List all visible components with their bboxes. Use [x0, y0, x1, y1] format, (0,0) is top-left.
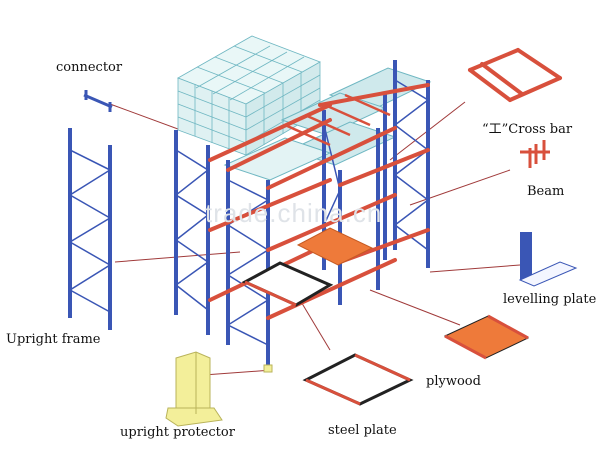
foot-plate: [263, 364, 273, 373]
cross-bar-part: [468, 48, 562, 102]
plywood-in-rack: [296, 227, 374, 266]
leader-beam: [409, 169, 511, 206]
label-plywood: plywood: [426, 374, 481, 389]
steel-plate-part: [302, 353, 414, 406]
rack-beams: [208, 83, 430, 320]
label-upright-frame: Upright frame: [6, 332, 101, 347]
leader-plywood: [369, 289, 461, 326]
label-upright-protector: upright protector: [120, 425, 235, 440]
goods-grid-lines: [177, 45, 321, 149]
levelling-plate-part: [518, 232, 578, 287]
connector-part: [83, 90, 113, 112]
plywood-part: [443, 314, 530, 360]
cross-bars-on-rack: [284, 93, 391, 147]
leader-steel-plate: [299, 299, 331, 351]
watermark: trade.china.cn: [205, 198, 383, 228]
label-cross-bar: “工”Cross bar: [482, 122, 573, 137]
beam-part: [520, 140, 550, 168]
label-levelling-plate: levelling plate: [503, 292, 597, 307]
upright-protector-part: [165, 351, 223, 427]
label-beam: Beam: [527, 184, 565, 199]
label-steel-plate: steel plate: [328, 423, 397, 438]
label-connector: connector: [56, 60, 123, 75]
leader-levelling-plate: [429, 264, 521, 273]
upright-frame-part: [68, 128, 112, 330]
steel-plate-in-rack: [241, 261, 334, 307]
